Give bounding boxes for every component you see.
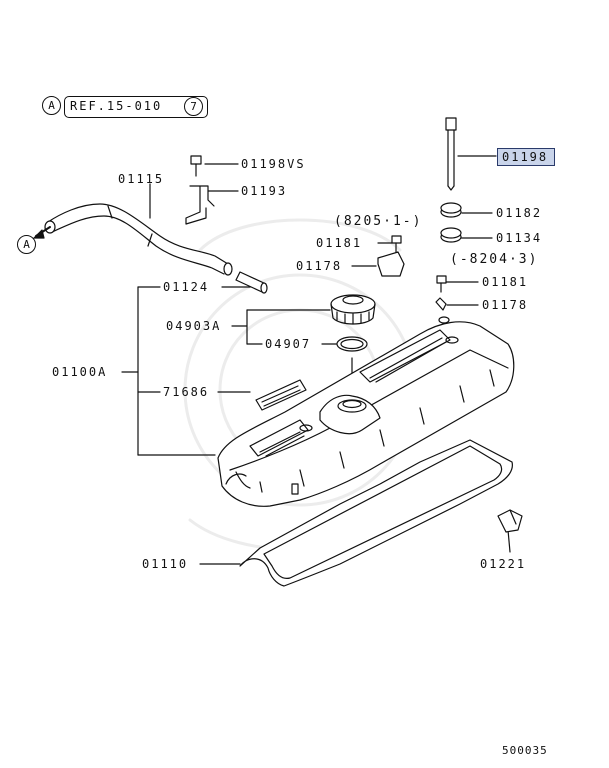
part-label-01181-b[interactable]: 01181 <box>482 275 529 289</box>
ref-marker-circle: A <box>42 96 61 115</box>
part-label-01181-a[interactable]: 01181 <box>316 236 363 250</box>
ref-sheet-circle: 7 <box>184 97 203 116</box>
part-label-01221[interactable]: 01221 <box>480 557 527 571</box>
part-label-01134[interactable]: 01134 <box>496 231 543 245</box>
cover-gasket-01110 <box>239 439 513 587</box>
part-label-04903a[interactable]: 04903A <box>166 319 222 333</box>
part-label-01198: 01198 <box>502 150 549 164</box>
page-code: 500035 <box>502 744 548 757</box>
arrow-marker-circle: A <box>17 235 36 254</box>
reference-box <box>64 96 208 118</box>
part-label-01182[interactable]: 01182 <box>496 206 543 220</box>
part-label-01198vs[interactable]: 01198VS <box>241 157 306 171</box>
rocker-cover <box>217 316 515 507</box>
part-label-71686[interactable]: 71686 <box>163 385 210 399</box>
date-note-8205: (8205·1-) <box>334 214 423 229</box>
part-label-01124[interactable]: 01124 <box>163 280 210 294</box>
date-note-8204: (-8204·3) <box>450 252 539 267</box>
plug-01221 <box>497 509 523 533</box>
bolt-01181-b <box>436 275 447 293</box>
oil-filler-cap <box>330 294 376 325</box>
part-label-04907[interactable]: 04907 <box>265 337 312 351</box>
long-bolt-01198 <box>445 117 457 191</box>
arrow-a <box>33 226 51 239</box>
part-label-01115[interactable]: 01115 <box>118 172 165 186</box>
fitting-01124 <box>235 271 268 294</box>
part-highlight-01198[interactable]: 01198 <box>497 148 555 166</box>
part-label-01178-a[interactable]: 01178 <box>296 259 343 273</box>
part-label-01193[interactable]: 01193 <box>241 184 288 198</box>
part-label-01110[interactable]: 01110 <box>142 557 189 571</box>
clip-01178-a <box>377 251 405 277</box>
reference-text: REF.15-010 <box>70 99 163 113</box>
bolt-01181-a <box>391 235 402 253</box>
bolt-01198vs <box>190 155 202 177</box>
leader-lines <box>121 155 511 565</box>
emblem-71686 <box>255 379 307 411</box>
clip-01178-b <box>435 297 447 311</box>
part-label-01100a[interactable]: 01100A <box>52 365 108 379</box>
bracket-01193 <box>185 185 215 225</box>
part-label-01178-b[interactable]: 01178 <box>482 298 529 312</box>
